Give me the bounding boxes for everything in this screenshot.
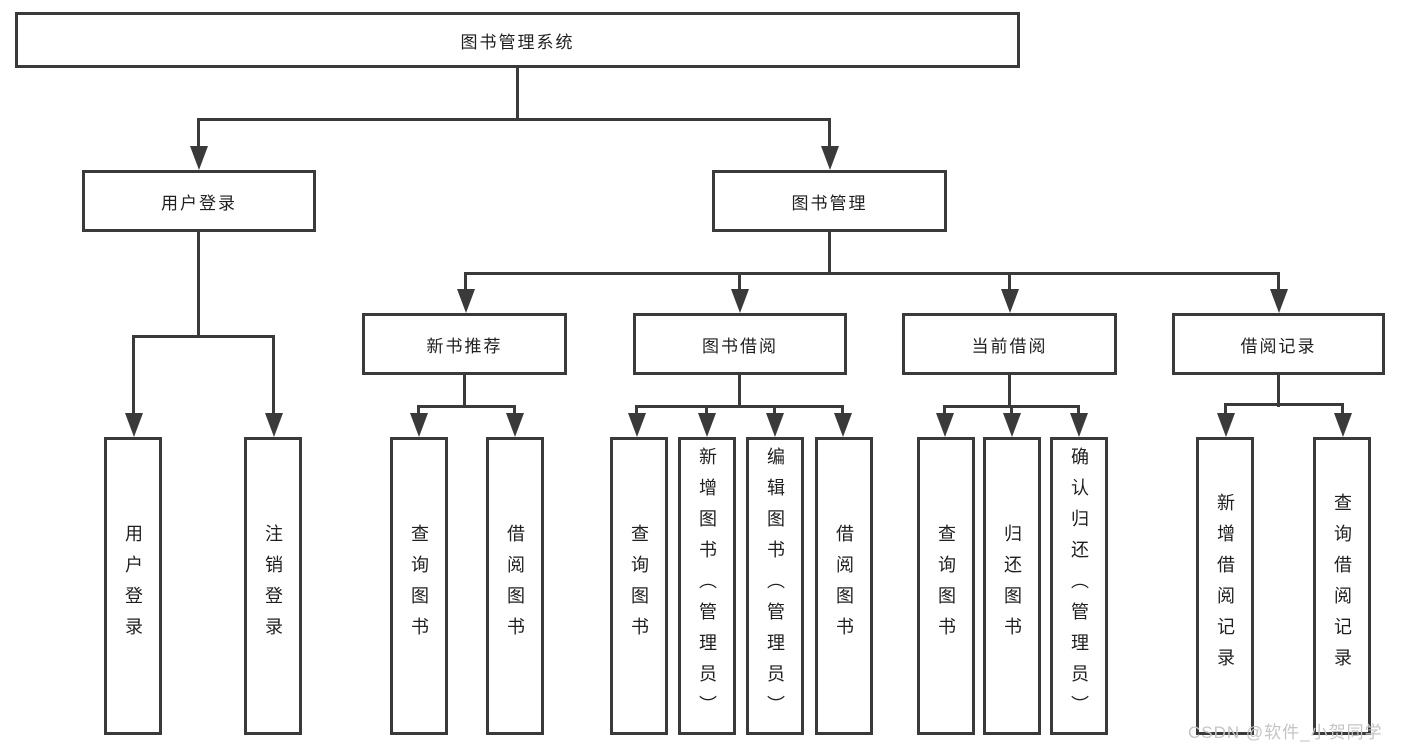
leaf-add-books-admin: 新增图书（管理员） xyxy=(678,437,736,735)
leaf-query-books: 查询图书 xyxy=(917,437,975,735)
connector-drop-leaf xyxy=(1341,403,1344,417)
connector-borrow-records-trunk xyxy=(1277,375,1280,407)
arrow-down-icon xyxy=(731,289,749,313)
connector-drop-leaf xyxy=(132,335,135,415)
node-new-books: 新书推荐 xyxy=(362,313,567,375)
arrow-down-icon xyxy=(1217,413,1235,437)
connector-drop-borrow-records xyxy=(1277,272,1280,292)
connector-book-mgmt-branch xyxy=(464,272,1280,275)
connector-drop-user-login xyxy=(197,118,200,150)
arrow-down-icon xyxy=(698,413,716,437)
connector-user-login-trunk xyxy=(197,232,200,338)
connector-root-trunk xyxy=(516,66,519,120)
connector-book-borrow-branch xyxy=(635,405,843,408)
connector-drop-leaf xyxy=(417,405,420,417)
leaf-logout: 注销登录 xyxy=(244,437,302,735)
connector-drop-book-borrow xyxy=(738,272,741,292)
leaf-confirm-return-admin: 确认归还（管理员） xyxy=(1050,437,1108,735)
arrow-down-icon xyxy=(1070,413,1088,437)
connector-borrow-records-branch xyxy=(1224,403,1344,406)
leaf-query-borrow-record: 查询借阅记录 xyxy=(1313,437,1371,735)
arrow-down-icon xyxy=(834,413,852,437)
connector-current-borrow-trunk xyxy=(1008,375,1011,407)
node-current-borrow: 当前借阅 xyxy=(902,313,1117,375)
csdn-watermark: CSDN @软件_小贺同学 xyxy=(1188,723,1383,742)
connector-new-books-branch xyxy=(417,405,516,408)
connector-book-borrow-trunk xyxy=(738,375,741,407)
leaf-user-login: 用户登录 xyxy=(104,437,162,735)
leaf-edit-books-admin: 编辑图书（管理员） xyxy=(746,437,804,735)
arrow-down-icon xyxy=(1270,289,1288,313)
node-borrow-records: 借阅记录 xyxy=(1172,313,1385,375)
connector-drop-leaf xyxy=(705,405,708,417)
connector-root-branch xyxy=(197,118,831,121)
node-root-system: 图书管理系统 xyxy=(15,12,1020,68)
connector-drop-leaf xyxy=(635,405,638,417)
arrow-down-icon xyxy=(628,413,646,437)
arrow-down-icon xyxy=(506,413,524,437)
connector-drop-new-books xyxy=(464,272,467,292)
arrow-down-icon xyxy=(265,413,283,437)
connector-drop-leaf xyxy=(841,405,844,417)
node-book-mgmt: 图书管理 xyxy=(712,170,947,232)
connector-drop-leaf xyxy=(1224,403,1227,417)
arrow-down-icon xyxy=(766,413,784,437)
node-user-login: 用户登录 xyxy=(82,170,316,232)
connector-book-mgmt-trunk xyxy=(828,232,831,274)
arrow-down-icon xyxy=(1003,413,1021,437)
connector-drop-current-borrow xyxy=(1008,272,1011,292)
leaf-add-borrow-record: 新增借阅记录 xyxy=(1196,437,1254,735)
connector-drop-leaf xyxy=(1077,405,1080,417)
arrow-down-icon xyxy=(936,413,954,437)
arrow-down-icon xyxy=(410,413,428,437)
node-book-borrow: 图书借阅 xyxy=(633,313,847,375)
connector-drop-leaf xyxy=(1010,405,1013,417)
connector-drop-book-mgmt xyxy=(828,118,831,150)
arrow-down-icon xyxy=(125,413,143,437)
leaf-query-books: 查询图书 xyxy=(390,437,448,735)
connector-drop-leaf xyxy=(272,335,275,415)
connector-user-login-branch xyxy=(132,335,275,338)
arrow-down-icon xyxy=(1334,413,1352,437)
leaf-query-books: 查询图书 xyxy=(610,437,668,735)
leaf-borrow-books: 借阅图书 xyxy=(815,437,873,735)
connector-drop-leaf xyxy=(943,405,946,417)
connector-new-books-trunk xyxy=(463,375,466,407)
leaf-return-books: 归还图书 xyxy=(983,437,1041,735)
arrow-down-icon xyxy=(821,146,839,170)
leaf-borrow-books: 借阅图书 xyxy=(486,437,544,735)
connector-drop-leaf xyxy=(513,405,516,417)
arrow-down-icon xyxy=(457,289,475,313)
arrow-down-icon xyxy=(190,146,208,170)
connector-drop-leaf xyxy=(773,405,776,417)
arrow-down-icon xyxy=(1001,289,1019,313)
